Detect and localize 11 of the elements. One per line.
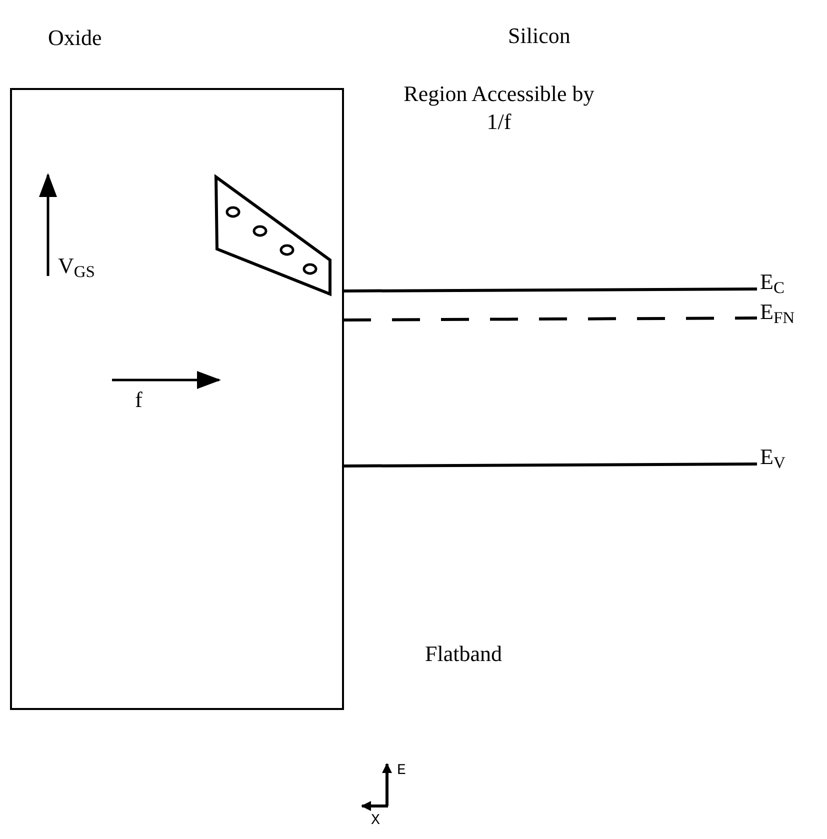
diagram-label: f: [135, 386, 142, 414]
diagram-label: E$_{V}$: [760, 443, 786, 470]
axis-label: X: [371, 812, 380, 831]
region-heading: Oxide: [48, 24, 102, 52]
diagram-label: Flatband: [425, 640, 502, 668]
diagram-label: Silicon: [508, 22, 570, 50]
diagram-label: V$_{GS}$: [58, 252, 95, 280]
axis-label: E: [397, 762, 406, 781]
diagram-label: E$_{FN}$: [760, 298, 795, 326]
diagram-label: E$_{C}$: [760, 268, 784, 296]
diagram-label: Region Accessible by 1/f: [402, 80, 596, 135]
